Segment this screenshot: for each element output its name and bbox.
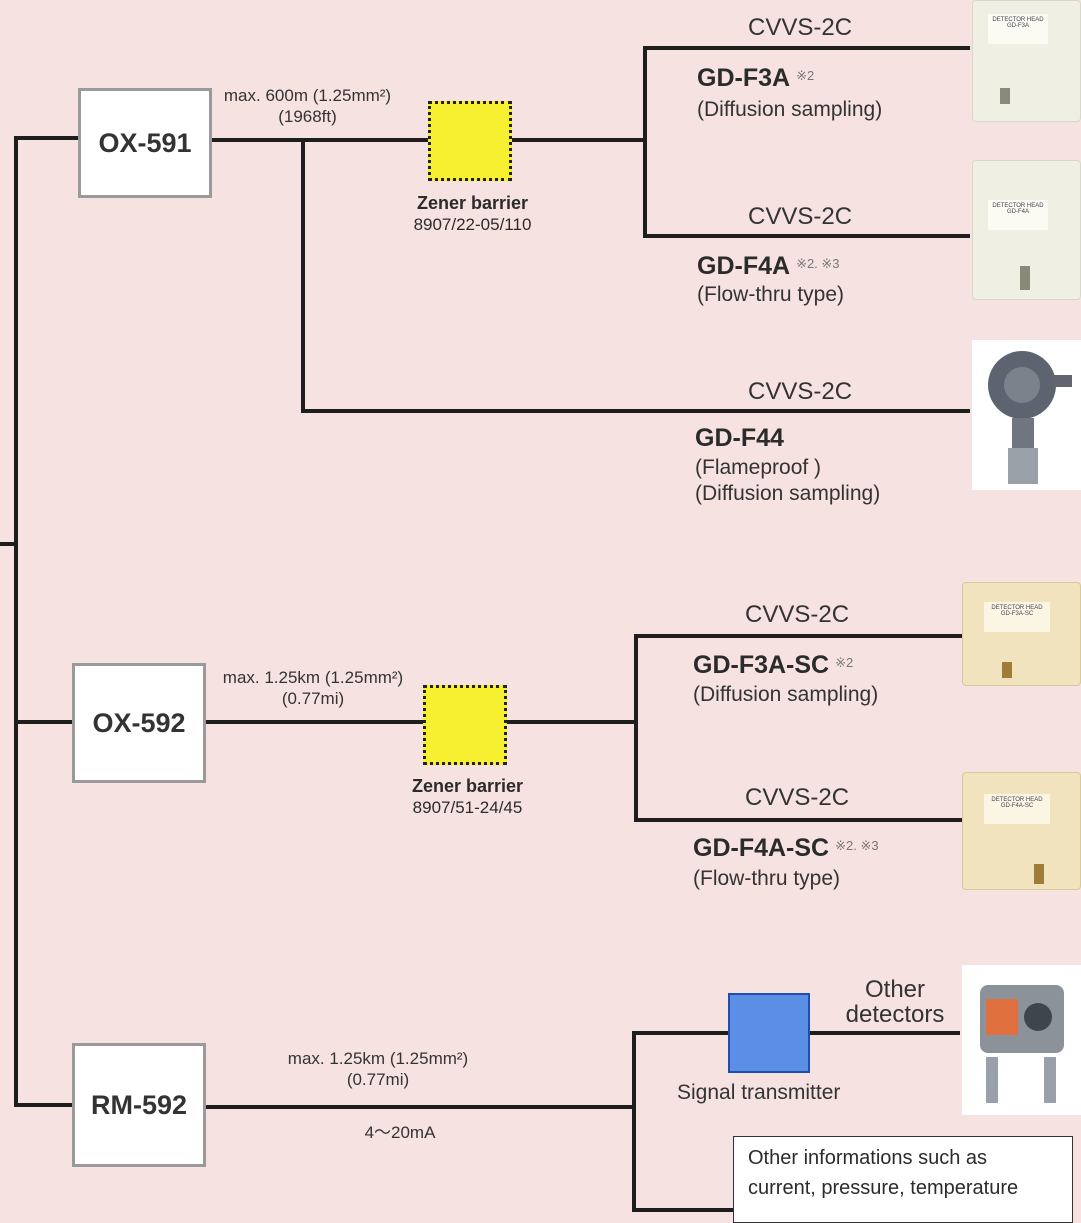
rm592-signal-range: 4～20mA	[364, 1123, 436, 1142]
other-detectors-label: Other detectors	[840, 977, 950, 1027]
gd-f3a-detector-image: DETECTOR HEAD GD-F3A	[972, 0, 1081, 122]
desc-gd-f44-line1: (Flameproof )	[695, 456, 822, 479]
zener-barrier-1-title: Zener barrier	[416, 193, 529, 213]
zener-barrier-2-label: Zener barrier 8907/51-24/45	[385, 776, 550, 818]
model-gd-f4a: GD-F4A ※2. ※3	[697, 252, 840, 281]
gd-f3a-nameplate-model: GD-F3A	[1006, 23, 1029, 29]
ox591-unit: OX-591	[78, 88, 212, 198]
ox591-run-length-metric: max. 600m (1.25mm²)	[223, 86, 392, 105]
desc-gd-f3a-sc: (Diffusion sampling)	[693, 682, 878, 708]
gd-f4a-sc-detector-image: DETECTOR HEAD GD-F4A-SC	[962, 772, 1081, 890]
gd-f4a-sc-nameplate-model: GD-F4A-SC	[1000, 803, 1034, 809]
signal-transmitter-label: Signal transmitter	[677, 1081, 841, 1104]
gd-f4a-nameplate-model: GD-F4A	[1006, 209, 1029, 215]
zener-barrier-2-title: Zener barrier	[411, 776, 524, 796]
other-detector-image	[962, 965, 1081, 1115]
ox592-run-length-metric: max. 1.25km (1.25mm²)	[222, 668, 404, 687]
zener-barrier-1-code: 8907/22-05/110	[413, 215, 532, 234]
desc-gd-f3a: (Diffusion sampling)	[697, 97, 882, 123]
gd-f44-sensor	[1008, 448, 1038, 484]
zener-barrier-1	[428, 101, 512, 181]
desc-gd-f3a-line1: (Diffusion sampling)	[697, 98, 883, 121]
ox592-label: OX-592	[92, 707, 186, 738]
model-gd-f3a-sc-note: ※2	[835, 655, 854, 670]
desc-gd-f44-line2: (Diffusion sampling)	[695, 482, 881, 505]
ox591-label: OX-591	[98, 127, 192, 158]
cable-label-gd-f4a-sc: CVVS-2C	[745, 784, 850, 811]
cable-label-gd-f44: CVVS-2C	[748, 378, 853, 405]
rm592-unit: RM-592	[72, 1043, 206, 1167]
model-gd-f4a-sc-name: GD-F4A-SC	[693, 834, 830, 862]
rm592-run-length-metric: max. 1.25km (1.25mm²)	[287, 1049, 469, 1068]
rm592-run-length: max. 1.25km (1.25mm²) (0.77mi)	[278, 1048, 478, 1090]
ox591-branch-f44	[301, 138, 970, 413]
cable-label-gd-f3a: CVVS-2C	[748, 14, 853, 41]
other-detectors-line1: Other	[864, 976, 926, 1003]
ox591-run-length: max. 600m (1.25mm²) (1968ft)	[215, 85, 400, 127]
gd-f3a-nameplate-title: DETECTOR HEAD	[992, 17, 1044, 23]
model-gd-f3a-sc-name: GD-F3A-SC	[693, 651, 830, 679]
gd-f44-detector-image	[972, 340, 1081, 490]
gd-f3a-nozzle	[1000, 88, 1010, 104]
desc-gd-f4a-sc: (Flow-thru type)	[693, 866, 840, 892]
gd-f4a-nozzle	[1020, 266, 1030, 290]
other-detector-window	[1024, 1003, 1052, 1031]
gd-f4a-sc-nameplate-title: DETECTOR HEAD	[991, 797, 1043, 803]
other-detector-pipe-right	[1044, 1057, 1056, 1103]
model-gd-f44: GD-F44	[695, 424, 784, 453]
gd-f3a-sc-detector-image: DETECTOR HEAD GD-F3A-SC	[962, 582, 1081, 686]
desc-gd-f4a-line1: (Flow-thru type)	[697, 283, 845, 306]
desc-gd-f4a-sc-line1: (Flow-thru type)	[693, 867, 841, 890]
model-gd-f4a-name: GD-F4A	[697, 252, 791, 280]
gd-f4a-nameplate-title: DETECTOR HEAD	[992, 203, 1044, 209]
model-gd-f3a-sc: GD-F3A-SC ※2	[693, 651, 853, 680]
rm592-run-length-imperial: (0.77mi)	[346, 1070, 410, 1089]
gd-f3a-nameplate: DETECTOR HEAD GD-F3A	[988, 14, 1048, 44]
gd-f3a-sc-nameplate-model: GD-F3A-SC	[1000, 611, 1034, 617]
zener-barrier-1-label: Zener barrier 8907/22-05/110	[390, 193, 555, 235]
model-gd-f3a-name: GD-F3A	[697, 64, 791, 92]
desc-gd-f4a: (Flow-thru type)	[697, 282, 844, 308]
zener-barrier-2	[423, 685, 507, 765]
other-information-line2: current, pressure, temperature	[748, 1177, 1019, 1199]
other-detectors-line2: detectors	[845, 1001, 945, 1028]
gd-f4a-sc-nameplate: DETECTOR HEAD GD-F4A-SC	[984, 794, 1050, 824]
ox591-run-length-imperial: (1968ft)	[278, 107, 337, 126]
gd-f3a-sc-nameplate-title: DETECTOR HEAD	[991, 605, 1043, 611]
signal-transmitter-box	[728, 993, 810, 1073]
ox592-unit: OX-592	[72, 663, 206, 783]
other-information-line1: Other informations such as	[748, 1147, 987, 1169]
desc-gd-f44: (Flameproof ) (Diffusion sampling)	[695, 455, 880, 507]
other-detector-display	[986, 999, 1018, 1035]
gd-f44-stem	[1012, 418, 1034, 448]
gd-f44-side-fitting	[1052, 375, 1072, 387]
rm592-label: RM-592	[90, 1089, 188, 1120]
desc-gd-f3a-sc-line1: (Diffusion sampling)	[693, 683, 879, 706]
model-gd-f44-name: GD-F44	[695, 424, 784, 452]
gd-f44-cap	[1004, 367, 1040, 403]
model-gd-f3a-note: ※2	[796, 68, 815, 83]
zener-barrier-2-code: 8907/51-24/45	[412, 798, 523, 817]
other-detector-pipe-left	[986, 1057, 998, 1103]
other-information-box: Other informations such as current, pres…	[733, 1136, 1073, 1223]
model-gd-f4a-sc-note: ※2. ※3	[835, 838, 879, 853]
ox592-run-length: max. 1.25km (1.25mm²) (0.77mi)	[213, 667, 413, 709]
gd-f4a-sc-nozzle	[1034, 864, 1044, 884]
model-gd-f4a-note: ※2. ※3	[796, 256, 840, 271]
gd-f4a-detector-image: DETECTOR HEAD GD-F4A	[972, 160, 1081, 300]
gd-f3a-sc-nozzle	[1002, 662, 1012, 678]
model-gd-f4a-sc: GD-F4A-SC ※2. ※3	[693, 834, 879, 863]
cable-label-gd-f4a: CVVS-2C	[748, 203, 853, 230]
gd-f4a-nameplate: DETECTOR HEAD GD-F4A	[988, 200, 1048, 230]
ox592-run-length-imperial: (0.77mi)	[281, 689, 345, 708]
model-gd-f3a: GD-F3A ※2	[697, 64, 814, 93]
cable-label-gd-f3a-sc: CVVS-2C	[745, 601, 850, 628]
gd-f3a-sc-nameplate: DETECTOR HEAD GD-F3A-SC	[984, 602, 1050, 632]
